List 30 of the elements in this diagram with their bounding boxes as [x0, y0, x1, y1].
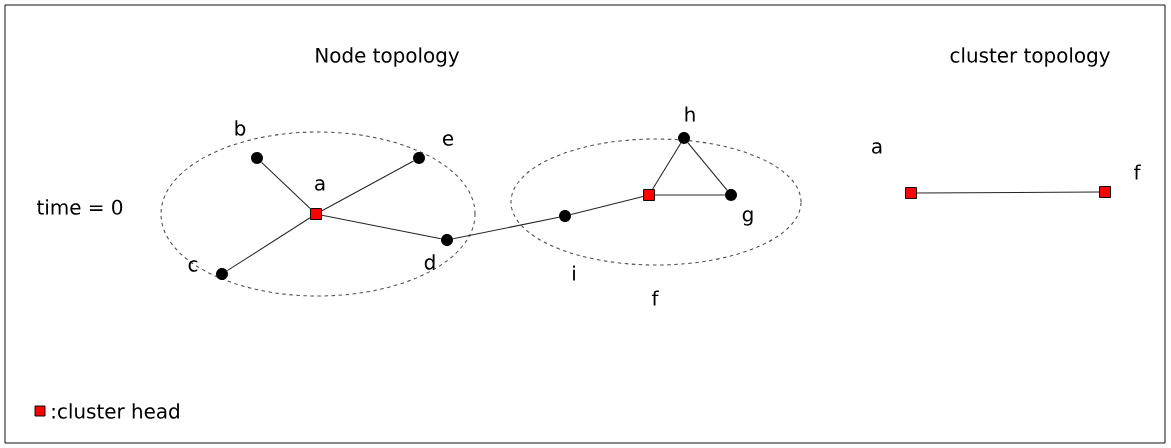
node-letter: e: [443, 134, 454, 146]
link-line: [321, 214, 442, 240]
node-letter: g: [742, 210, 753, 226]
cluster-ellipse: [510, 138, 802, 266]
cluster-head-square: [310, 208, 322, 220]
node-letter: h: [685, 106, 695, 122]
cluster-head-square: [905, 187, 917, 199]
node-letter: a: [315, 179, 325, 191]
node-letter: a: [872, 142, 882, 154]
link-line: [652, 142, 682, 190]
link-line: [654, 194, 726, 196]
section-heading: cluster topology: [950, 47, 1110, 67]
link-line: [452, 216, 560, 240]
node-letter: f: [1133, 164, 1141, 180]
section-heading: Node topology: [316, 47, 460, 67]
link-line: [916, 191, 1100, 194]
node-letter: f: [651, 290, 659, 306]
link-line: [570, 195, 644, 215]
node-letter: d: [424, 254, 435, 270]
time-label: time = 0: [37, 199, 123, 215]
node-letter: b: [235, 120, 246, 136]
link-line: [687, 142, 728, 191]
legend-label: :cluster head: [52, 403, 179, 419]
link-line: [261, 161, 311, 209]
cluster-head-square: [643, 189, 655, 201]
node-letter: i: [573, 265, 575, 281]
link-line: [226, 217, 311, 272]
link-line: [321, 160, 415, 212]
node-letter: c: [188, 260, 198, 272]
cluster-head-square: [1099, 186, 1111, 198]
